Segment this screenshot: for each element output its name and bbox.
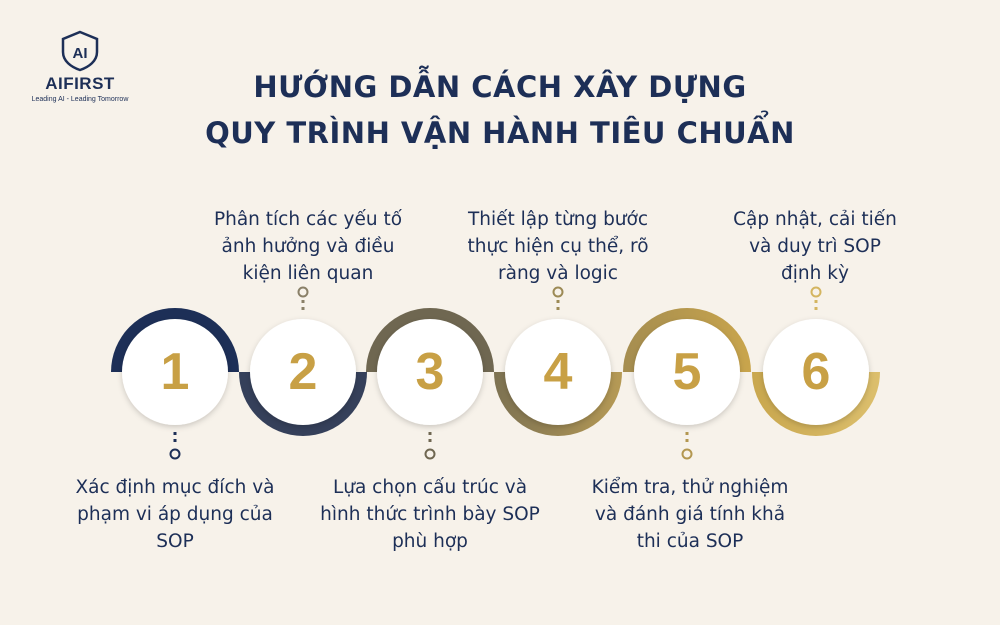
logo-tagline: Leading AI - Leading Tomorrow — [31, 96, 129, 103]
step-1-node — [111, 308, 239, 460]
step-6-number: 6 — [801, 343, 831, 401]
step-4-text: Thiết lập từng bước thực hiện cụ thể, rõ… — [467, 209, 649, 284]
step-5-text: Kiểm tra, thử nghiệm và đánh giá tính kh… — [591, 477, 789, 552]
step-2-text: Phân tích các yếu tố ảnh hưởng và điều k… — [213, 209, 403, 284]
logo-mark: AI — [73, 45, 88, 62]
step-4-node — [494, 286, 622, 436]
title-line-2: QUY TRÌNH VẬN HÀNH TIÊU CHUẨN — [205, 116, 795, 150]
company-logo: AI AIFIRST Leading AI - Leading Tomorrow — [30, 30, 130, 103]
step-2-node — [239, 286, 367, 436]
step-3-node — [366, 308, 494, 460]
step-1-text: Xác định mục đích và phạm vi áp dụng của… — [75, 477, 275, 552]
step-6-node — [752, 286, 880, 436]
step-5-node — [623, 308, 751, 460]
step-6-text: Cập nhật, cải tiến và duy trì SOP định k… — [733, 209, 897, 284]
logo-brand: AIFIRST — [45, 74, 115, 93]
step-5-number: 5 — [672, 343, 702, 401]
step-2-number: 2 — [288, 343, 318, 401]
shield-logo-icon: AI — [61, 30, 99, 72]
step-3-number: 3 — [415, 343, 445, 401]
step-4-number: 4 — [543, 343, 573, 401]
page-title: HƯỚNG DẪN CÁCH XÂY DỰNG QUY TRÌNH VẬN HÀ… — [0, 64, 1000, 156]
step-1-number: 1 — [160, 343, 190, 401]
step-3-text: Lựa chọn cấu trúc và hình thức trình bày… — [320, 477, 540, 552]
title-line-1: HƯỚNG DẪN CÁCH XÂY DỰNG — [253, 70, 747, 104]
